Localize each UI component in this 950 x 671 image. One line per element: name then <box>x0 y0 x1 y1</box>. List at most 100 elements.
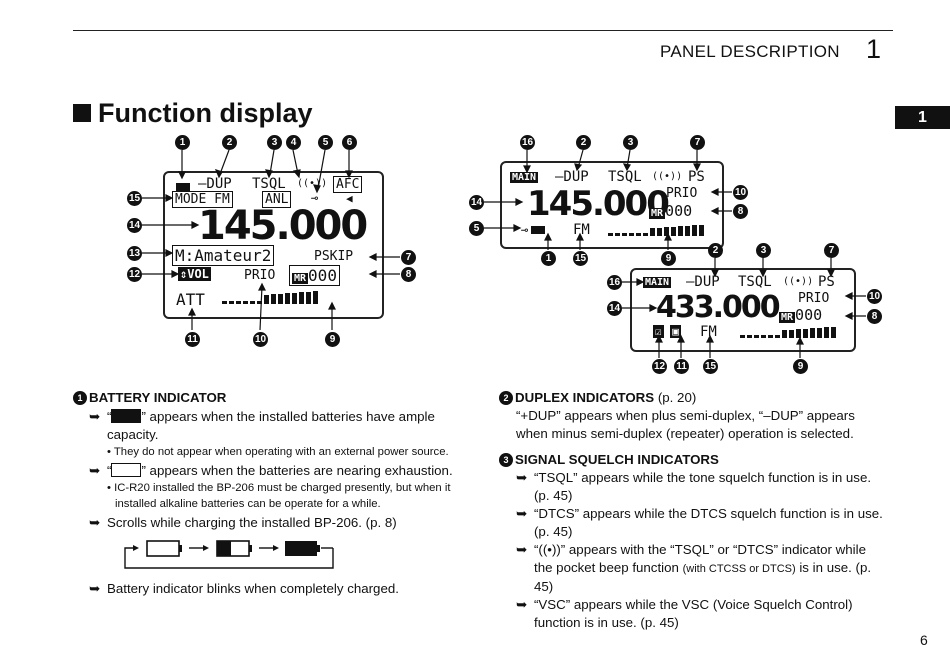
callout-9: 9 <box>793 359 808 374</box>
callout-8: 8 <box>867 309 882 324</box>
callout-9: 9 <box>325 332 340 347</box>
quote-open: “ <box>107 463 112 478</box>
s-meter-segment <box>285 293 290 304</box>
bullet-text: “TSQL” appears while the tone squelch fu… <box>534 470 872 503</box>
s-meter-segment <box>299 292 304 304</box>
bullet-empty-battery: ➥ “ ” appears when the batteries are near… <box>89 462 460 480</box>
s-meter-segment <box>685 226 690 236</box>
dup-indicator: –DUP <box>555 169 589 185</box>
callout-8: 8 <box>401 267 416 282</box>
bullet-arrow-icon: ➥ <box>516 542 528 557</box>
callout-3: 3 <box>623 135 638 150</box>
callout-16: 16 <box>520 135 535 150</box>
bullet-full-battery: ➥ “” appears when the installed batterie… <box>89 408 460 444</box>
bullet-arrow-icon: ➥ <box>89 409 101 424</box>
s-meter-segment <box>671 227 676 236</box>
s-meter-segment <box>229 301 234 304</box>
bullet-arrow-icon: ➥ <box>516 597 528 612</box>
bullet-arrow-icon: ➥ <box>89 463 101 478</box>
s-meter-segment <box>789 330 794 338</box>
bullet-dtcs: ➥ “DTCS” appears while the DTCS squelch … <box>516 505 885 541</box>
bullet-pocket-beep: ➥ “((•))” appears with the “TSQL” or “DT… <box>516 541 885 596</box>
callout-10: 10 <box>733 185 748 200</box>
s-meter-segment <box>271 294 276 304</box>
s-meter-segment <box>803 329 808 338</box>
callout-7: 7 <box>690 135 705 150</box>
callout-14: 14 <box>607 301 622 316</box>
chapter-tab[interactable]: 1 <box>895 106 950 129</box>
callout-8: 8 <box>733 204 748 219</box>
callout-6: 6 <box>342 135 357 150</box>
callout-11: 11 <box>185 332 200 347</box>
prio-indicator: PRIO <box>798 291 830 306</box>
callout-4: 4 <box>286 135 301 150</box>
callout-5: 5 <box>318 135 333 150</box>
battery-charging-sequence <box>121 538 460 569</box>
s-meter-segment <box>824 327 829 338</box>
callout-10: 10 <box>253 332 268 347</box>
anl-indicator: ANL <box>262 191 292 208</box>
callout-15: 15 <box>573 251 588 266</box>
s-meter-segment <box>636 233 641 236</box>
s-meter-segment <box>831 327 836 338</box>
bullet-arrow-icon: ➥ <box>516 470 528 485</box>
frequency-readout: 145.000 <box>198 203 368 249</box>
callout-leader-lines <box>142 149 866 358</box>
charging-cycle-diagram <box>124 540 334 569</box>
mr-badge: MR <box>779 312 796 323</box>
empty-battery-icon <box>111 463 142 477</box>
bullet-vsc: ➥ “VSC” appears while the VSC (Voice Squ… <box>516 596 885 632</box>
note-text: • They do not appear when operating with… <box>107 446 449 458</box>
s-meter-bar <box>222 290 318 304</box>
s-meter-segment <box>222 301 227 304</box>
s-meter-segment <box>615 233 620 236</box>
duplex-description: “+DUP” appears when plus semi-duplex, “–… <box>516 408 855 441</box>
lock-icon: ⊸ <box>311 191 319 205</box>
section-title-text: Function display <box>98 98 313 128</box>
s-meter-segment <box>243 301 248 304</box>
callout-2: 2 <box>222 135 237 150</box>
channel-number: 000 <box>795 306 823 324</box>
callout-15: 15 <box>127 191 142 206</box>
callout-3: 3 <box>267 135 282 150</box>
bullet-text: ” appears when the batteries are nearing… <box>141 463 453 478</box>
s-meter-segment <box>817 328 822 338</box>
s-meter-segment <box>699 225 704 236</box>
heading-number: 2 <box>499 391 513 405</box>
speaker-icon: ◀ <box>346 192 353 205</box>
frequency-readout: 433.000 <box>656 290 781 325</box>
s-meter-segment <box>692 225 697 236</box>
beep-indicator: ((•)) <box>297 178 328 189</box>
callout-13: 13 <box>127 246 142 261</box>
s-meter-segment <box>775 335 780 338</box>
bullet-text: “VSC” appears while the VSC (Voice Squel… <box>534 597 853 630</box>
s-meter-segment <box>250 301 255 304</box>
page-header-title: PANEL DESCRIPTION <box>660 42 840 61</box>
channel-number: 000 <box>665 202 693 220</box>
s-meter-segment <box>664 227 669 236</box>
s-meter-segment <box>629 233 634 236</box>
s-meter-segment <box>264 295 269 304</box>
callout-1: 1 <box>175 135 190 150</box>
volume-indicator: ⇕VOL <box>178 267 211 281</box>
heading-text: SIGNAL SQUELCH INDICATORS <box>515 452 719 467</box>
callout-1: 1 <box>541 251 556 266</box>
vol-label: VOL <box>187 267 209 281</box>
s-meter-segment <box>622 233 627 236</box>
beep-indicator: ((•)) <box>783 276 814 287</box>
s-meter-segment <box>650 228 655 236</box>
bullet-tsql: ➥ “TSQL” appears while the tone squelch … <box>516 469 885 505</box>
callout-2: 2 <box>576 135 591 150</box>
heading-text: BATTERY INDICATOR <box>89 390 227 405</box>
callout-2: 2 <box>708 243 723 258</box>
bullet-arrow-icon: ➥ <box>89 581 101 596</box>
callout-9: 9 <box>661 251 676 266</box>
page-number: 6 <box>920 632 928 648</box>
callout-5: 5 <box>469 221 484 236</box>
bullet-text: “((•))” appears with the “TSQL” or “DTCS… <box>534 542 866 575</box>
callout-10: 10 <box>867 289 882 304</box>
s-meter-segment <box>796 329 801 338</box>
dup-indicator: –DUP <box>198 176 232 192</box>
